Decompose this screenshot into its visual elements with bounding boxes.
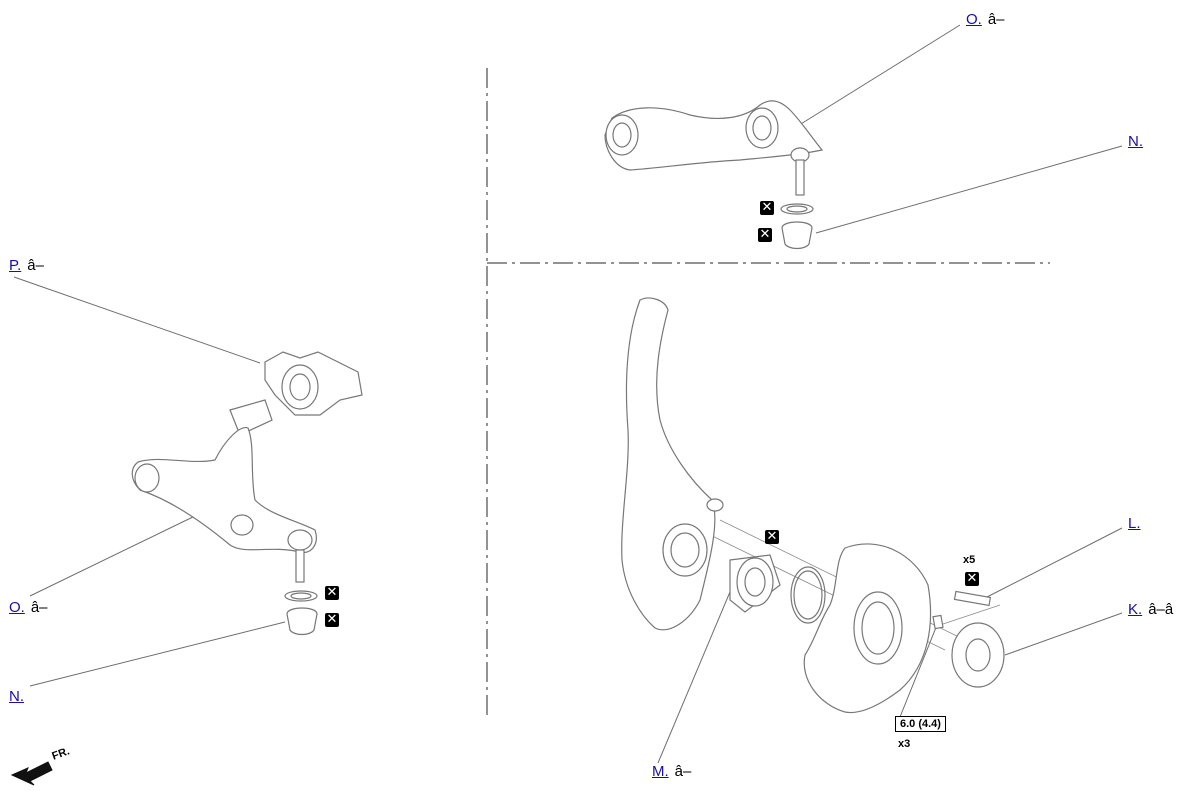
torque-spec: 6.0 (4.4)	[895, 716, 946, 732]
quantity-x3: x3	[898, 738, 911, 750]
link-m-bottom[interactable]: M.	[652, 763, 669, 780]
front-direction-arrow	[10, 761, 53, 786]
callout-o-top-suffix: â–	[987, 11, 1005, 28]
callout-k-right: K. â–â	[1128, 601, 1173, 619]
no-reuse-icon: ✕	[965, 571, 979, 586]
link-p-left[interactable]: P.	[9, 257, 22, 274]
quantity-x5: x5	[963, 554, 976, 566]
callout-o-left: O. â–	[9, 599, 48, 617]
callout-n-top: N.	[1128, 133, 1143, 151]
callout-n-left: N.	[9, 688, 24, 706]
leader-torque	[899, 624, 938, 718]
callout-o-top: O. â–	[966, 11, 1005, 29]
callout-o-left-suffix: â–	[30, 599, 48, 616]
leader-o-top	[795, 24, 961, 128]
no-reuse-icon: ✕	[765, 529, 779, 544]
callout-k-right-suffix: â–â	[1148, 601, 1174, 618]
callout-m-bottom: M. â–	[652, 763, 691, 781]
link-n-top[interactable]: N.	[1128, 133, 1143, 150]
leader-lines	[13, 24, 1123, 764]
no-reuse-icon: ✕	[325, 585, 339, 600]
no-reuse-icon: ✕	[758, 227, 772, 242]
section-dividers	[486, 68, 1050, 715]
leader-n-top	[815, 145, 1123, 234]
leader-m-bottom	[657, 579, 736, 764]
link-k-right[interactable]: K.	[1128, 601, 1143, 618]
no-reuse-icon: ✕	[760, 200, 774, 215]
no-reuse-icon: ✕	[325, 612, 339, 627]
callout-l-right: L.	[1128, 515, 1141, 533]
link-l-right[interactable]: L.	[1128, 515, 1141, 532]
leader-n-left	[29, 621, 286, 687]
leader-o-left	[29, 514, 198, 597]
upper-control-arm	[604, 100, 824, 250]
leader-l-right	[984, 527, 1123, 599]
link-o-left[interactable]: O.	[9, 599, 25, 616]
callout-p-left-suffix: â–	[27, 257, 44, 274]
steering-knuckle-assembly	[621, 297, 1005, 714]
leader-k-right	[1004, 612, 1123, 656]
callout-m-bottom-suffix: â–	[674, 763, 692, 780]
callout-p-left: P. â–	[9, 257, 44, 275]
lower-control-arm	[131, 351, 363, 636]
link-o-top[interactable]: O.	[966, 11, 982, 28]
leader-p-left	[13, 276, 261, 364]
link-n-left[interactable]: N.	[9, 688, 24, 705]
